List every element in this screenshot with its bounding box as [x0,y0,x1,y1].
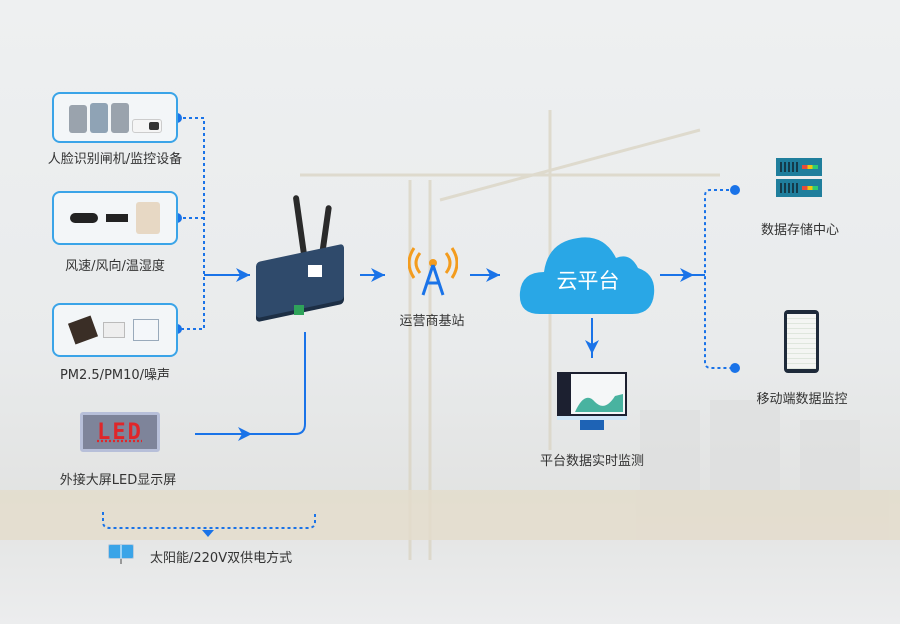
dust-noise-sensor-box [52,303,178,357]
led-screen-text: LED [97,419,143,445]
weather-sensor-box [52,191,178,245]
arrow-head [238,427,252,441]
led-label: 外接大屏LED显示屏 [59,473,177,488]
dust-noise-sensor-label: PM2.5/PM10/噪声 [59,368,171,383]
gate-camera-box [52,92,178,143]
gate-camera-label: 人脸识别闸机/监控设备 [47,152,183,167]
arrow-head [680,268,694,282]
weather-sensor-label: 风速/风向/温湿度 [65,259,165,274]
server-icon [776,158,822,200]
mobile-phone-icon [784,310,819,373]
weather-sensor-icon [70,202,160,234]
antenna-icon [292,194,308,258]
arrow-head [202,530,214,537]
arrow-head [371,268,385,282]
monitor-label: 平台数据实时监测 [539,454,645,469]
cell-tower-icon [408,247,458,296]
gate-camera-icon [68,102,162,133]
4g-router [250,194,350,325]
cloud-label: 云平台 [556,269,620,293]
power-label: 太阳能/220V双供电方式 [150,551,293,566]
arrow-head [236,268,250,282]
arrow-head [486,268,500,282]
cloud-icon [519,237,655,314]
monitor-icon [557,372,627,434]
led-screen-icon: LED [80,412,160,452]
solar-panel-icon [108,544,136,566]
mobile-label: 移动端数据监控 [756,392,848,407]
arrow-head [585,340,599,354]
storage-label: 数据存储中心 [760,223,840,238]
tower-label: 运营商基站 [399,314,465,329]
dust-noise-sensor-icon [67,315,159,345]
